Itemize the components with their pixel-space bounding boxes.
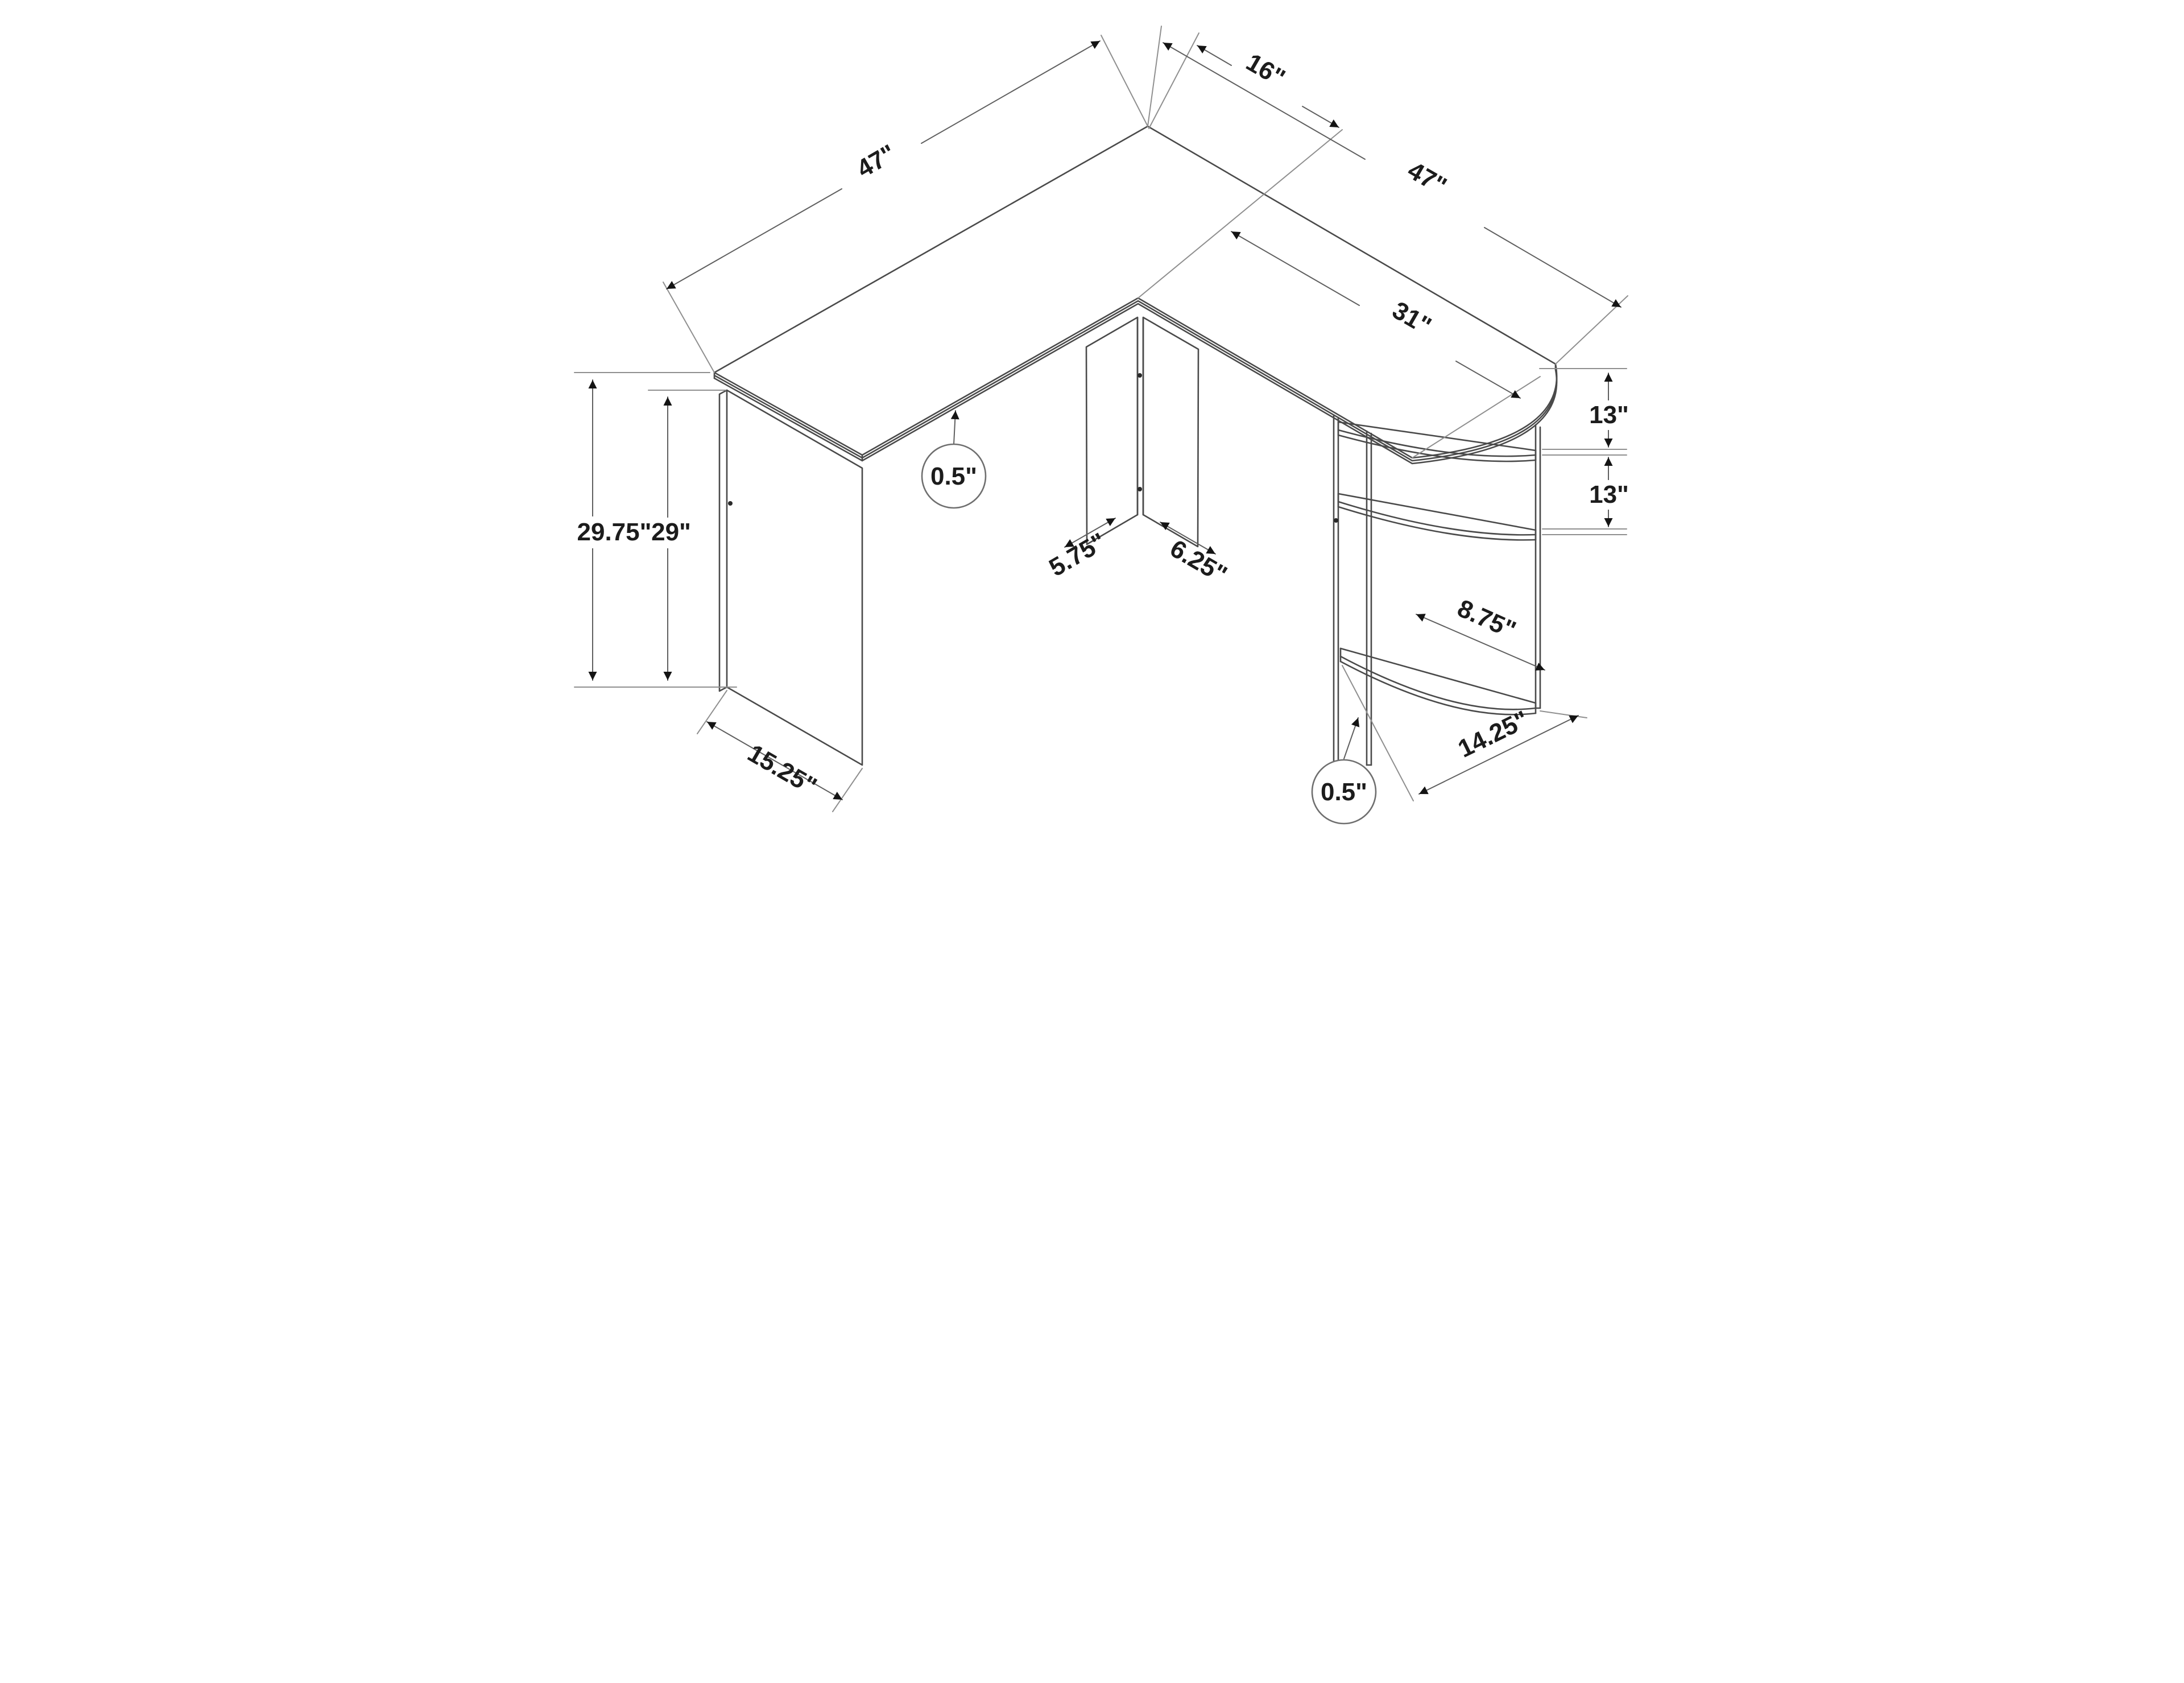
shelf-unit-second-post	[1366, 430, 1372, 766]
desktop-thickness-callout-circle	[921, 443, 987, 509]
middle-shelf	[1337, 493, 1537, 541]
label-left-panel-depth: 15.25"	[743, 739, 821, 800]
label-desktop-thickness: 0.5"	[930, 462, 977, 490]
thickness-callouts: 0.5" 0.5"	[921, 410, 1377, 825]
label-return-end-depth: 16"	[1242, 48, 1290, 92]
label-overall-height: 29.75"	[577, 518, 652, 546]
left-panel-outer-face	[726, 389, 863, 766]
label-shelf-gap-top: 13"	[1589, 401, 1629, 429]
desk-dimension-diagram: 47" 16" 47" 31" 29.75" 29" 13" 13" 8.75"…	[568, 26, 1631, 825]
dimension-lines	[568, 40, 1631, 800]
center-panel-right-face	[1142, 316, 1199, 548]
desk-structure	[713, 125, 1558, 772]
upper-shelf	[1337, 421, 1537, 462]
label-center-panel-left-base: 5.75"	[1044, 528, 1111, 582]
desktop-edge-band	[713, 300, 1558, 465]
cam-screw-dots	[728, 373, 1338, 523]
shelf-thickness-callout-circle	[1311, 759, 1377, 825]
extension-lines	[574, 26, 1628, 812]
label-bottom-shelf-depth: 8.75"	[1453, 594, 1520, 644]
label-shelf-gap-bottom: 13"	[1589, 481, 1629, 508]
shelf-unit-right-panel	[1534, 424, 1541, 709]
center-support-panel	[1085, 316, 1199, 548]
label-shelf-thickness: 0.5"	[1321, 778, 1367, 806]
label-right-wing-length: 47"	[1403, 156, 1451, 200]
shelf-unit-inner-post	[1333, 414, 1339, 772]
bottom-shelf	[1339, 647, 1537, 716]
label-left-wing-length: 47"	[852, 139, 900, 183]
label-clearance-height: 29"	[651, 518, 691, 546]
left-side-panel	[718, 389, 863, 766]
center-panel-left-face	[1085, 316, 1139, 545]
drawing-canvas: 47" 16" 47" 31" 29.75" 29" 13" 13" 8.75"…	[546, 0, 1638, 842]
